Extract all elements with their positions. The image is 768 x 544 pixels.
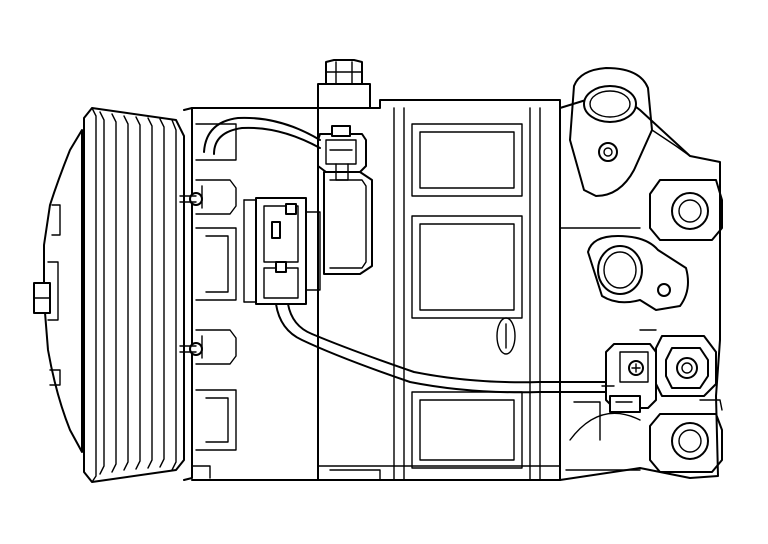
clutch-hub <box>43 129 83 453</box>
rib-panel-top <box>411 123 523 197</box>
pulley-groove-5 <box>147 117 153 469</box>
pulley-groove-1 <box>99 111 105 475</box>
front-bolt-lower <box>189 342 203 356</box>
wire-upper-loop <box>203 116 321 153</box>
suction-port-bolt <box>598 142 618 162</box>
mounting-ear-upper <box>649 179 723 241</box>
pulley-rim <box>83 107 185 483</box>
side-connector <box>243 171 373 305</box>
suction-port <box>569 67 691 197</box>
rib-panel-middle <box>411 215 523 319</box>
oval-mark <box>496 317 516 355</box>
clutch-pulley <box>33 107 185 483</box>
discharge-port <box>587 235 689 311</box>
control-valve <box>655 335 717 397</box>
pulley-groove-2 <box>111 113 117 473</box>
rear-connector <box>601 343 657 413</box>
discharge-port-opening <box>597 245 643 295</box>
pulley-groove-6 <box>159 118 165 468</box>
wire-lower-run <box>275 303 617 394</box>
top-bolt <box>317 59 371 109</box>
rib-panel-bottom <box>411 391 523 469</box>
front-housing <box>179 107 319 481</box>
pulley-groove-3 <box>123 115 129 471</box>
discharge-port-bolt <box>657 283 671 297</box>
front-bolt-upper <box>189 192 203 206</box>
suction-port-opening <box>583 85 637 123</box>
mounting-ear-lower <box>649 413 723 473</box>
pulley-groove-4 <box>135 116 141 470</box>
cylinder-block <box>317 99 561 481</box>
side-connector-body <box>255 197 307 305</box>
